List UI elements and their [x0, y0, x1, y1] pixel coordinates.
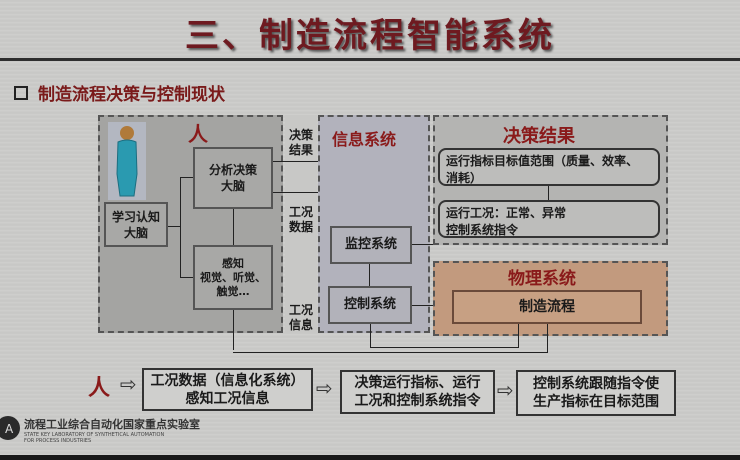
decision-results-label: 决策结果 — [503, 126, 575, 147]
connector-line — [370, 347, 518, 348]
bottom-edge — [0, 455, 740, 460]
manufacturing-process-box: 制造流程 — [452, 290, 642, 324]
item-line: 控制系统指令 — [446, 223, 519, 237]
bullet-square-icon — [14, 85, 28, 100]
lab-name-en-line: STATE KEY LABORATORY OF SYNTHETICAL AUTO… — [24, 432, 165, 438]
perception-line-2: 视觉、听觉、 — [200, 270, 266, 284]
step-line: 感知工况信息 — [185, 390, 270, 407]
label-line: 工况 — [288, 205, 313, 219]
flow-arrow-icon: ⇨ — [316, 376, 333, 400]
perception-line-3: 触觉… — [216, 284, 250, 298]
person-figure-icon — [116, 126, 138, 197]
label-line: 数据 — [288, 220, 313, 234]
connector-line — [518, 324, 519, 348]
learning-line-2: 大脑 — [123, 225, 148, 240]
lab-name-en-line: FOR PROCESS INDUSTRIES — [24, 438, 92, 444]
human-label: 人 — [188, 122, 208, 146]
item-line: 消耗） — [446, 171, 483, 185]
subheading-text: 制造流程决策与控制现状 — [38, 85, 225, 105]
analysis-decision-box: 分析决策 大脑 — [193, 147, 273, 209]
perception-box: 感知 视觉、听觉、 触觉… — [193, 245, 273, 310]
step-line: 工况数据（信息化系统） — [150, 372, 305, 389]
connector-line — [273, 192, 318, 193]
control-system-box: 控制系统 — [328, 286, 412, 324]
flow-arrow-icon: ⇨ — [120, 372, 137, 396]
step-line: 生产指标在目标范围 — [533, 394, 659, 410]
flow-step-1: 工况数据（信息化系统） 感知工况信息 — [142, 368, 313, 411]
connector-line — [548, 186, 549, 200]
connector-line — [412, 305, 452, 306]
connector-line — [180, 177, 181, 277]
status-info-label: 工况 信息 — [287, 303, 315, 333]
step-line: 控制系统跟随指令使 — [533, 376, 659, 392]
lab-name-en: STATE KEY LABORATORY OF SYNTHETICAL AUTO… — [24, 432, 164, 444]
analysis-line-2: 大脑 — [220, 179, 245, 193]
item-line: 运行指标目标值范围（质量、效率、 — [446, 154, 639, 168]
flow-arrow-icon: ⇨ — [497, 378, 514, 402]
monitoring-system-box: 监控系统 — [330, 226, 412, 264]
target-range-box: 运行指标目标值范围（质量、效率、 消耗） — [438, 148, 660, 186]
slide-title: 三、制造流程智能系统 — [185, 16, 555, 56]
learning-cognition-box: 学习认知 大脑 — [104, 202, 168, 247]
status-data-label: 工况 数据 — [287, 205, 315, 235]
item-line: 运行工况：正常、异常 — [446, 206, 567, 220]
bottom-actor-label: 人 — [88, 376, 111, 401]
title-divider — [0, 58, 740, 61]
subheading: 制造流程决策与控制现状 — [14, 80, 225, 105]
info-system-label: 信息系统 — [332, 130, 397, 149]
flow-step-3: 控制系统跟随指令使 生产指标在目标范围 — [516, 370, 676, 416]
label-line: 信息 — [288, 318, 313, 332]
flow-step-2: 决策运行指标、运行 工况和控制系统指令 — [340, 370, 495, 414]
connector-line — [233, 352, 547, 353]
connector-line — [168, 226, 180, 227]
connector-line — [233, 310, 234, 350]
learning-line-1: 学习认知 — [111, 209, 160, 224]
lab-logo-icon: A — [0, 416, 20, 440]
connector-strip — [285, 115, 317, 333]
operating-status-box: 运行工况：正常、异常 控制系统指令 — [438, 200, 660, 238]
perception-line-1: 感知 — [222, 256, 244, 270]
physical-system-label: 物理系统 — [508, 269, 576, 289]
svg-text:A: A — [5, 422, 14, 436]
connector-line — [180, 277, 193, 278]
lab-name-cn: 流程工业综合自动化国家重点实验室 — [24, 418, 200, 431]
connector-line — [233, 209, 234, 245]
decision-result-label: 决策 结果 — [287, 128, 315, 158]
label-line: 工况 — [288, 303, 313, 317]
step-line: 决策运行指标、运行 — [354, 375, 481, 391]
analysis-line-1: 分析决策 — [208, 163, 257, 177]
connector-line — [273, 161, 318, 162]
label-line: 结果 — [288, 143, 313, 157]
label-line: 决策 — [288, 128, 313, 142]
connector-line — [370, 324, 371, 347]
step-line: 工况和控制系统指令 — [354, 393, 481, 409]
connector-line — [369, 264, 370, 286]
connector-line — [547, 324, 548, 353]
connector-line — [180, 177, 193, 178]
